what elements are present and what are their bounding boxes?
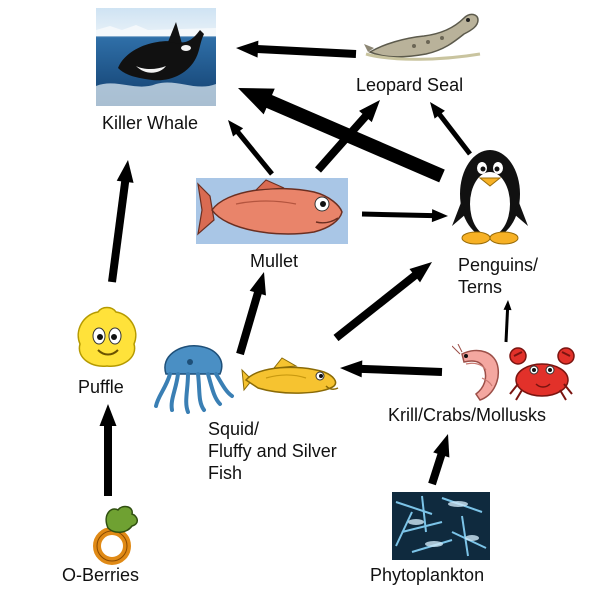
arrow-phytoplankton-to-krill	[428, 434, 450, 486]
arrow-mullet-to-leopard-seal	[315, 100, 380, 173]
arrow-squid-fish-to-mullet	[236, 272, 266, 356]
arrow-penguins-to-killer-whale	[238, 88, 445, 183]
label-penguins-terns: Penguins/ Terns	[458, 255, 539, 297]
arrow-head	[99, 404, 117, 426]
arrow-squid-fish-to-penguins	[333, 262, 432, 342]
arrow-shaft	[265, 94, 445, 183]
arrow-head	[340, 360, 363, 378]
arrow-penguins-to-leopard-seal	[430, 102, 472, 156]
arrow-shaft	[504, 308, 510, 343]
arrow-shaft	[235, 130, 274, 176]
arrow-krill-to-penguins	[503, 300, 512, 343]
arrow-shaft	[360, 364, 443, 376]
label-phytoplankton: Phytoplankton	[370, 565, 485, 585]
label-puffle: Puffle	[78, 377, 124, 397]
arrow-shaft	[428, 452, 446, 486]
arrow-shaft	[108, 180, 130, 283]
arrow-shaft	[236, 291, 262, 356]
arrow-head	[236, 40, 259, 58]
squid-and-fish	[154, 345, 339, 414]
arrow-mullet-to-penguins	[361, 209, 448, 223]
mullet-fish	[196, 178, 348, 244]
arrow-shaft	[256, 45, 357, 58]
label-leopard-seal: Leopard Seal	[356, 75, 464, 95]
arrow-head	[359, 100, 380, 123]
label-mullet: Mullet	[250, 251, 299, 271]
seal-illustration	[364, 13, 481, 61]
arrow-leopard-seal-to-killer-whale	[236, 40, 357, 58]
arrow-head	[430, 102, 445, 119]
arrow-head	[238, 88, 275, 115]
arrow-mullet-to-killer-whale	[228, 120, 274, 176]
label-squid-fish: Squid/ Fluffy and Silver Fish	[208, 419, 337, 483]
arrow-head	[228, 120, 244, 137]
arrow-krill-to-squid-fish	[340, 360, 443, 378]
penguin	[452, 150, 528, 245]
label-krill-crabs-mollusks: Krill/Crabs/Mollusks	[388, 405, 547, 425]
arrow-shaft	[333, 271, 419, 342]
puffle	[77, 306, 137, 367]
arrow-head	[433, 434, 450, 458]
label-killer-whale: Killer Whale	[102, 113, 199, 133]
arrow-head	[431, 209, 448, 223]
arrow-shaft	[315, 113, 370, 173]
arrow-head	[503, 300, 512, 311]
arrow-head	[409, 262, 432, 283]
o-berry	[93, 505, 138, 565]
arrow-head	[116, 160, 134, 183]
shrimp-and-crab	[452, 344, 575, 401]
arrow-puffle-to-killer-whale	[108, 160, 134, 283]
arrow-head	[249, 272, 266, 296]
arrow-oberries-to-puffle	[99, 404, 117, 496]
arrow-shaft	[437, 112, 472, 156]
label-o-berries: O-Berries	[62, 565, 140, 585]
orca-photo	[96, 8, 216, 106]
plankton-photo	[392, 492, 490, 560]
arrow-shaft	[361, 211, 434, 219]
